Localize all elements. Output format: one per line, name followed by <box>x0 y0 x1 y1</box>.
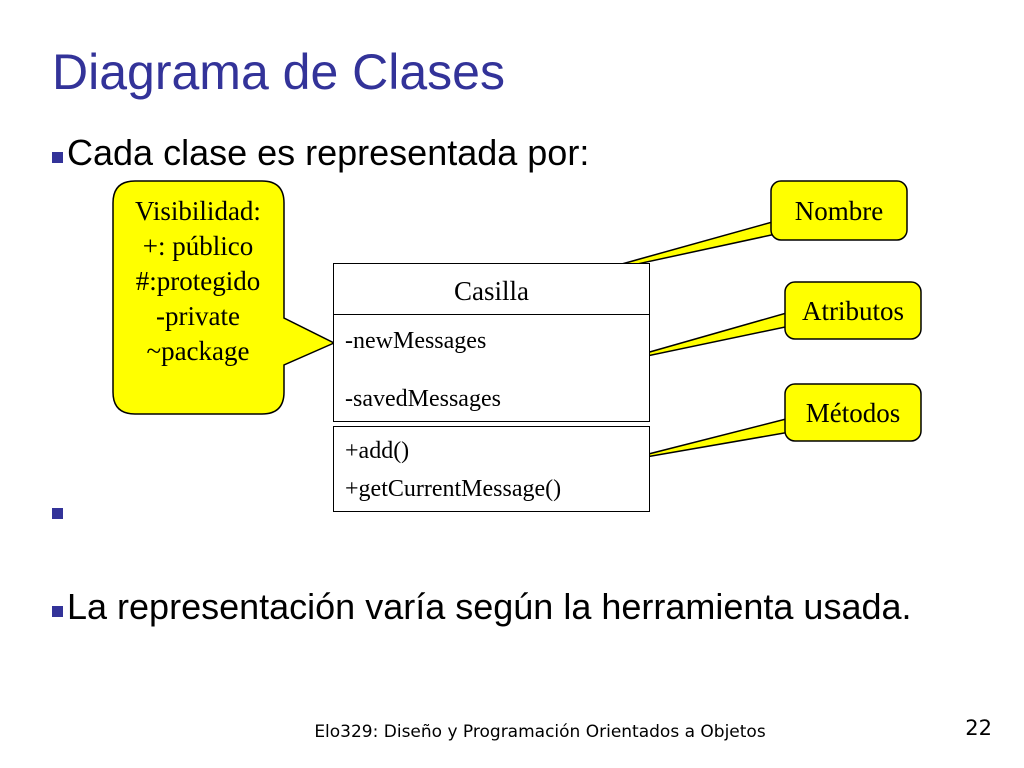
bullet-marker <box>52 606 63 617</box>
page-number: 22 <box>965 716 992 740</box>
uml-attribute: -savedMessages <box>345 386 501 412</box>
visibility-line: Visibilidad: <box>135 196 261 226</box>
name-callout-label: Nombre <box>794 196 884 226</box>
uml-attribute: -newMessages <box>345 328 487 354</box>
uml-method: +add() <box>345 438 410 464</box>
attributes-callout-box <box>784 281 922 340</box>
uml-attributes-compartment: -newMessages -savedMessages <box>333 314 650 422</box>
bullet-item: Cada clase es representada por: <box>52 130 589 176</box>
methods-callout-box <box>784 383 922 442</box>
bullet-text: La representación varía según la herrami… <box>67 586 912 627</box>
visibility-note: Visibilidad: +: público #:protegido -pri… <box>112 194 284 369</box>
bullet-item: La representación varía según la herrami… <box>52 584 932 630</box>
footer-text: Elo329: Diseño y Programación Orientados… <box>314 722 766 742</box>
bullet-marker <box>52 508 63 519</box>
visibility-line: +: público <box>142 231 254 261</box>
slide-title: Diagrama de Clases <box>52 44 505 100</box>
bullet-text: Cada clase es representada por: <box>67 132 590 173</box>
visibility-callout-shape <box>112 180 336 415</box>
uml-method: +getCurrentMessage() <box>345 476 562 502</box>
bullet-item-empty <box>52 486 67 532</box>
visibility-line: ~package <box>146 336 250 366</box>
name-callout-box <box>770 180 908 241</box>
visibility-line: #:protegido <box>135 266 261 296</box>
bullet-marker <box>52 152 63 163</box>
visibility-line: -private <box>156 301 240 331</box>
uml-class-name: Casilla <box>333 263 650 315</box>
attributes-callout-label: Atributos <box>801 296 904 326</box>
uml-methods-compartment: +add() +getCurrentMessage() <box>333 426 650 512</box>
methods-callout-label: Métodos <box>805 398 901 428</box>
